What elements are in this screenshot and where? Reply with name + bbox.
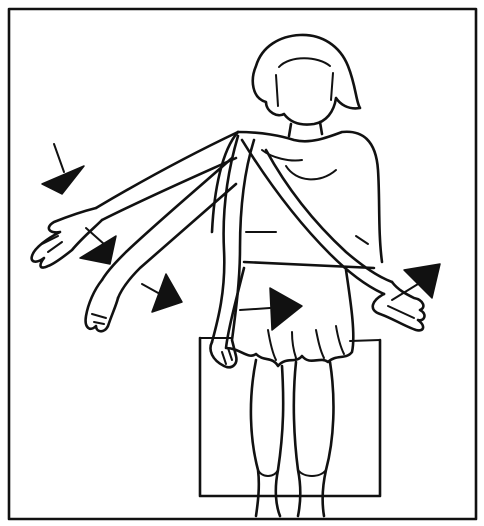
down-right-arrow-icon	[42, 144, 84, 194]
down-right-arrow-icon	[80, 228, 116, 264]
skirt	[226, 268, 353, 366]
down-right-arrow-icon	[142, 274, 182, 312]
arm-across-body	[242, 140, 424, 330]
head	[253, 35, 360, 136]
chair	[200, 338, 380, 496]
up-right-arrow-icon	[392, 264, 440, 300]
legs	[251, 360, 334, 516]
right-arrow-icon	[240, 288, 302, 330]
figure-border	[9, 9, 476, 519]
arm-raised-high	[32, 132, 238, 268]
